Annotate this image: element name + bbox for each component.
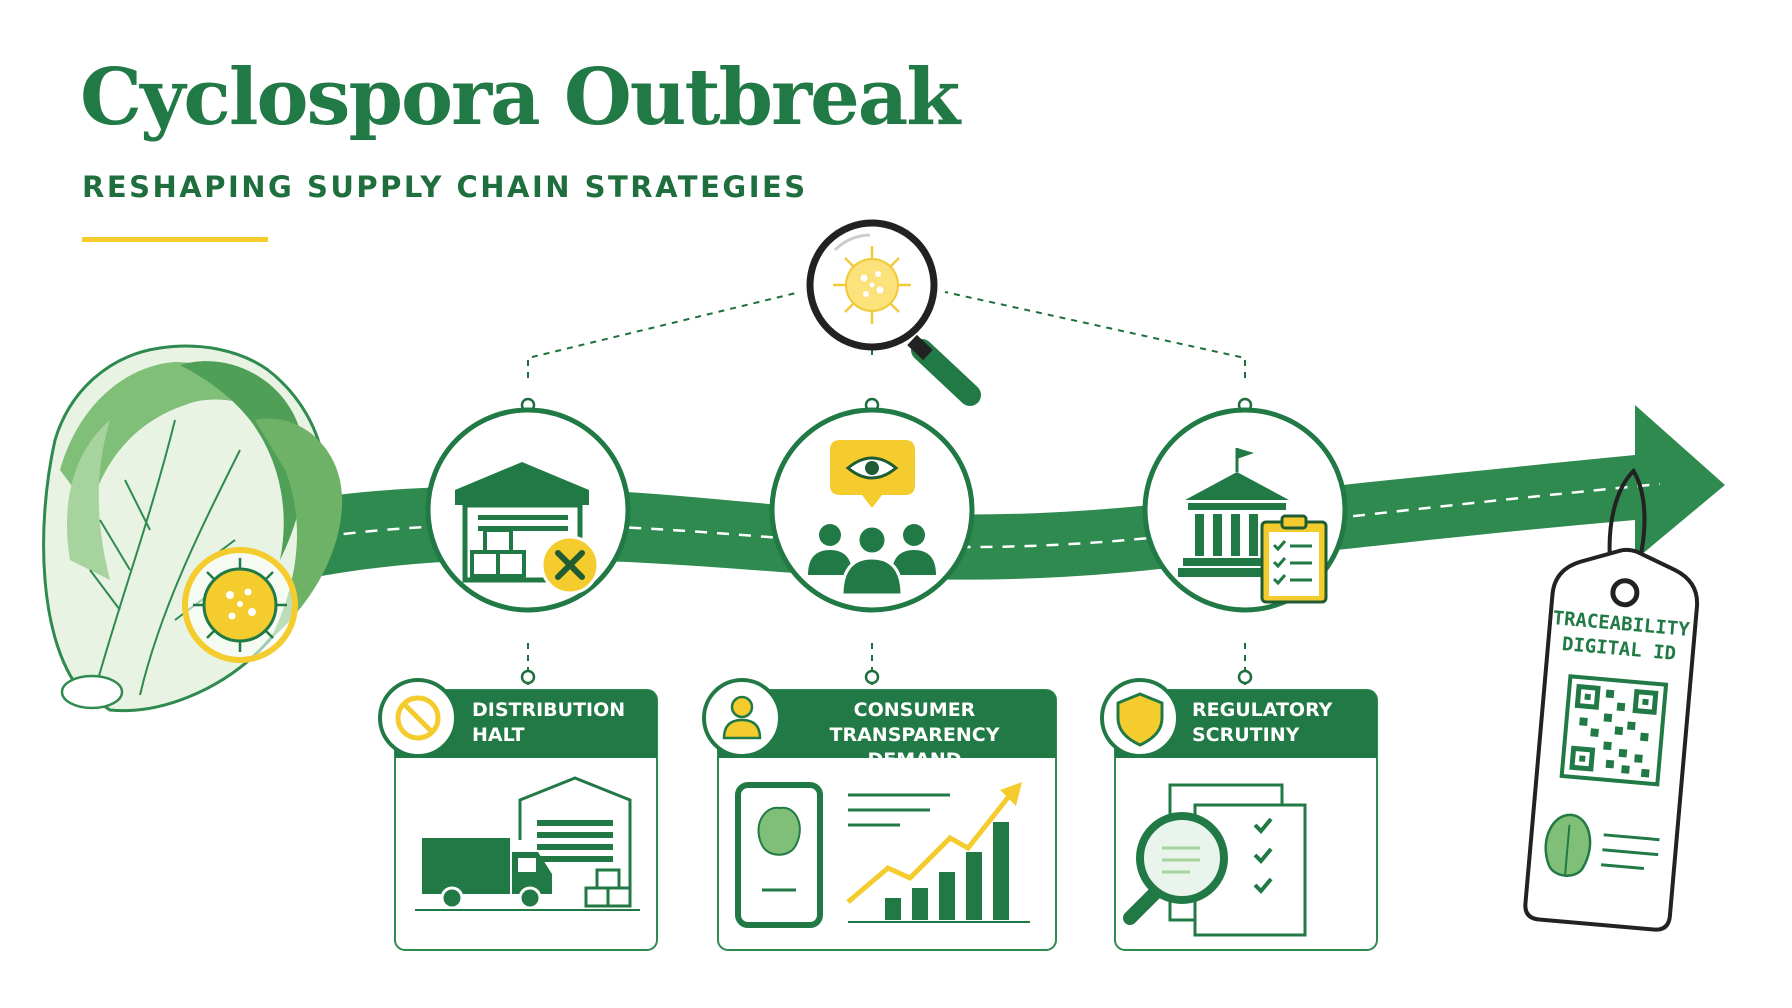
magnifier-pathogen-icon [806,219,981,406]
connector-dot [1237,669,1253,685]
page-subtitle: RESHAPING SUPPLY CHAIN STRATEGIES [82,170,808,204]
panel-title-line: REGULATORY [1192,699,1333,721]
traceability-tag [1523,467,1700,932]
milestone-regulatory [1142,407,1348,613]
document-inspection-icon [1123,783,1307,937]
lettuce-icon [42,344,343,713]
qr-code-icon [1559,674,1669,787]
growth-chart-icon [846,782,1030,923]
panel-title-regulatory: REGULATORY SCRUTINY [1192,698,1332,748]
page-title: Cyclospora Outbreak [80,52,960,143]
shield-icon [1116,692,1164,747]
warehouse-blocked-icon [455,462,600,595]
panel-title-consumer: CONSUMER TRANSPARENCY DEMAND [782,698,1047,773]
smartphone-icon [735,782,823,928]
panel-title-line: DISTRIBUTION [472,699,626,721]
milestone-distribution [425,407,631,613]
pathogen-icon [182,547,298,663]
person-icon [722,695,762,740]
panel-distribution-halt [378,678,658,951]
truck-warehouse-icon [415,776,640,911]
panel-title-line: HALT [472,724,525,746]
panel-title-line: CONSUMER [853,699,976,721]
panel-title-line: TRANSPARENCY DEMAND [829,724,1000,771]
connector-dot [520,669,536,685]
panel-consumer-transparency [702,678,1057,951]
title-underline [82,237,268,242]
milestone-consumer [769,407,975,613]
panel-title-distribution: DISTRIBUTION HALT [472,698,625,748]
government-clipboard-icon [1178,448,1328,604]
consumer-eye-icon [808,440,936,597]
prohibited-icon [395,695,441,741]
connector-dot [864,669,880,685]
lettuce-leaf-icon [1544,813,1592,877]
panel-title-line: SCRUTINY [1192,724,1300,746]
panel-regulatory-scrutiny [1100,678,1378,951]
